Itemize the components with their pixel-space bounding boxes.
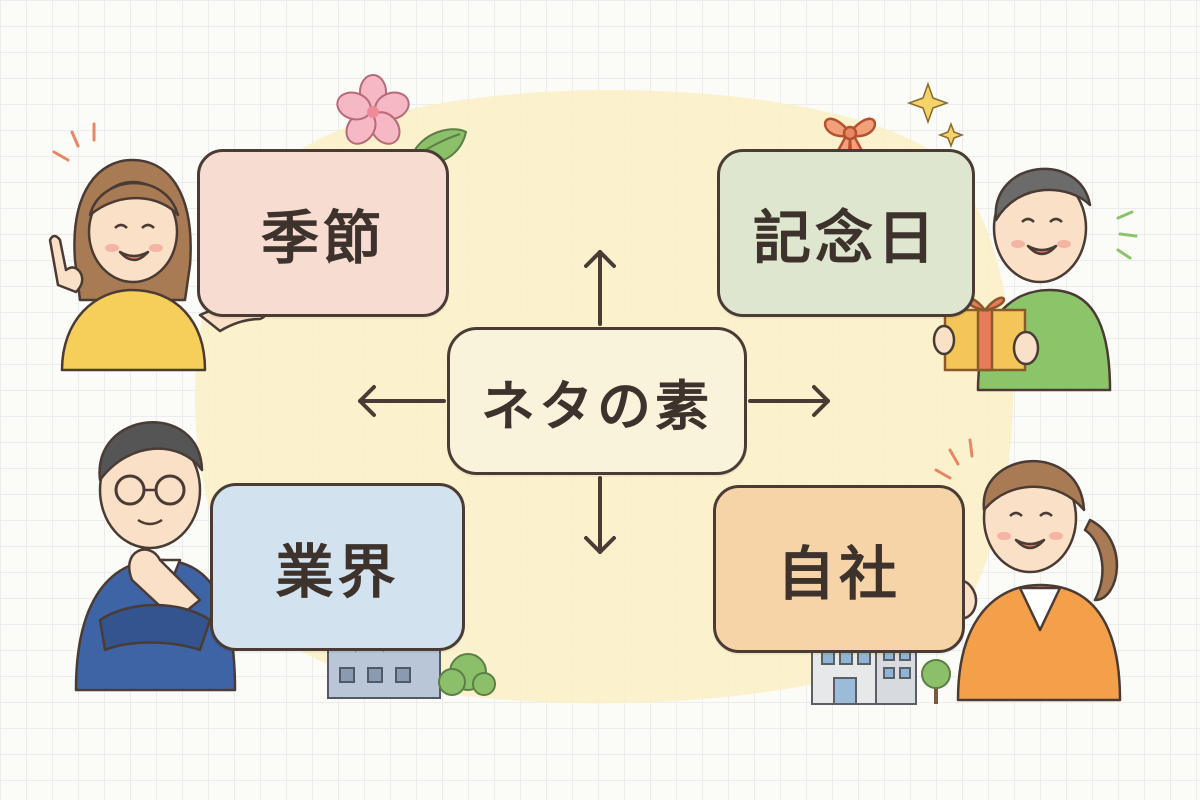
- tree-icon: [921, 659, 951, 704]
- center-label: ネタの素: [481, 374, 713, 438]
- excitement-lines: [1116, 210, 1138, 260]
- category-box-industry: 業界: [210, 483, 465, 651]
- excitement-lines: [934, 438, 974, 480]
- gift-icon: [932, 296, 1040, 372]
- arrow-left: [358, 385, 446, 417]
- excitement-lines: [52, 122, 96, 162]
- category-box-anniversary: 記念日: [717, 149, 975, 317]
- tree-icon: [438, 653, 496, 696]
- category-box-company: 自社: [713, 485, 965, 653]
- category-label-industry: 業界: [275, 538, 400, 606]
- person-woman-pointing: [48, 158, 267, 372]
- category-label-season: 季節: [260, 204, 385, 272]
- center-box: ネタの素: [447, 327, 747, 475]
- arrow-right: [748, 385, 830, 417]
- arrow-up: [584, 250, 616, 326]
- sparkle-icon: [906, 81, 965, 149]
- category-label-anniversary: 記念日: [752, 204, 939, 272]
- category-box-season: 季節: [197, 149, 449, 317]
- sakura-icon: [336, 74, 410, 145]
- arrow-down: [584, 476, 616, 554]
- person-woman-cheering: [941, 460, 1122, 702]
- category-label-company: 自社: [776, 540, 901, 608]
